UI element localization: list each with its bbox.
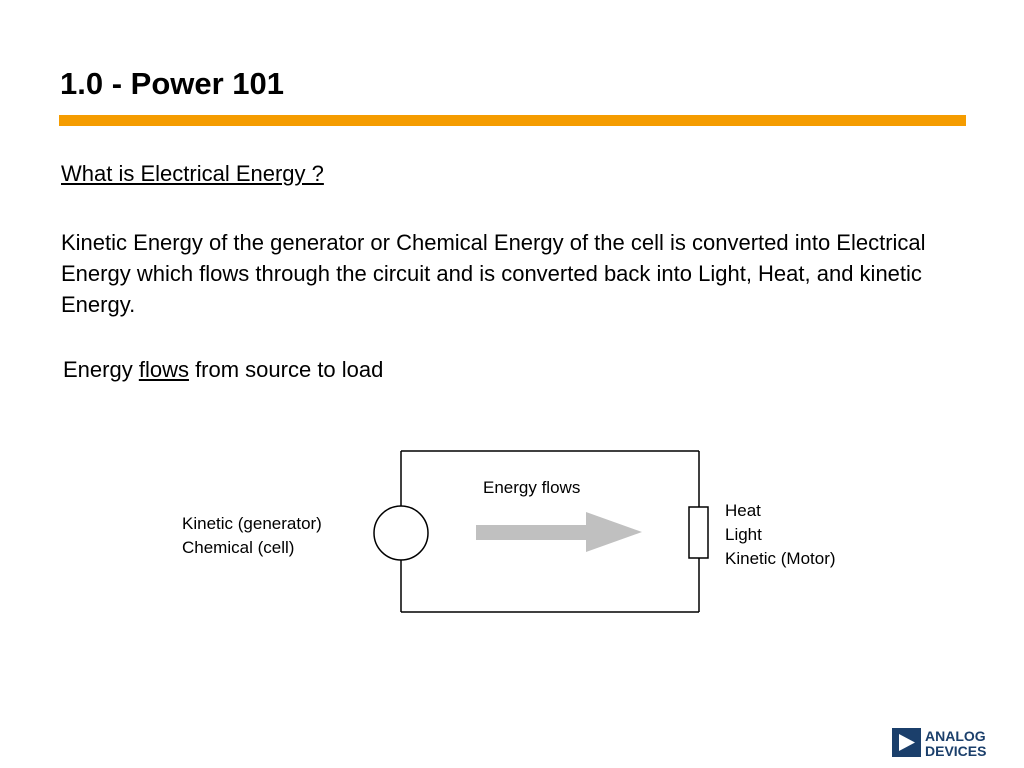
load-label: Heat Light Kinetic (Motor) <box>725 499 836 571</box>
load-label-line: Kinetic (Motor) <box>725 549 836 568</box>
circuit-diagram: Kinetic (generator) Chemical (cell) Ener… <box>170 440 890 630</box>
analog-devices-logo-icon: ANALOG DEVICES <box>892 728 986 759</box>
source-symbol <box>373 505 429 561</box>
title-accent-rule <box>59 115 966 126</box>
circuit-drawing <box>373 450 709 613</box>
body-paragraph: Kinetic Energy of the generator or Chemi… <box>61 230 926 317</box>
source-label-line: Chemical (cell) <box>182 538 295 557</box>
flow-statement-prefix: Energy <box>63 357 139 382</box>
logo-analog-devices: ANALOG DEVICES <box>892 727 1002 759</box>
energy-flow-label: Energy flows <box>483 478 581 497</box>
energy-flow-statement: Energy flows from source to load <box>63 355 383 385</box>
flow-statement-emphasis: flows <box>138 357 189 382</box>
source-label-line: Kinetic (generator) <box>182 514 322 533</box>
load-label-line: Heat <box>725 501 761 520</box>
circuit-wires <box>400 450 700 613</box>
flow-statement-suffix: from source to load <box>188 357 384 382</box>
energy-flow-arrow <box>476 512 642 552</box>
svg-text:ANALOG: ANALOG <box>925 728 986 744</box>
load-resistor-symbol <box>688 506 709 559</box>
section-subheading: What is Electrical Energy ? <box>61 161 324 186</box>
source-label: Kinetic (generator) Chemical (cell) <box>182 512 322 560</box>
slide-title: 1.0 - Power 101 <box>60 66 285 101</box>
load-label-line: Light <box>725 525 762 544</box>
svg-text:DEVICES: DEVICES <box>925 743 986 759</box>
